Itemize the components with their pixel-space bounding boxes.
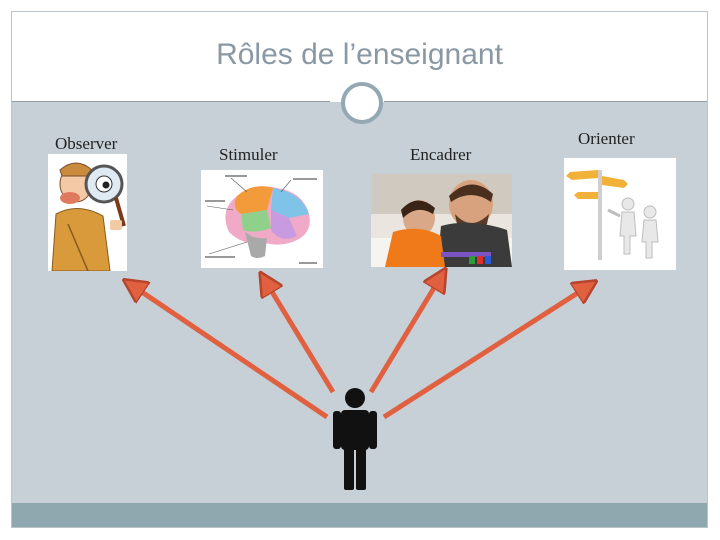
role-label-stimuler: Stimuler [219,145,278,164]
signpost-icon [564,158,676,270]
person-icon [333,388,377,490]
detective-icon [48,154,127,271]
header-divider-right [384,101,707,102]
role-label-encadrer: Encadrer [410,145,472,164]
arrow-to-orienter [382,287,587,420]
tutoring-photo [371,174,512,267]
divider-circle [341,82,383,124]
role-label-observer: Observer [55,134,118,153]
header-divider-left [12,101,330,102]
slide-footer-bar [12,503,707,527]
arrow-to-observer [133,286,329,420]
arrow-to-stimuler [266,282,336,394]
slide-title: Rôles de l’enseignant [216,38,503,71]
brain-icon [201,170,323,268]
role-label-orienter: Orienter [578,129,635,148]
arrow-to-encadrer [368,278,440,394]
